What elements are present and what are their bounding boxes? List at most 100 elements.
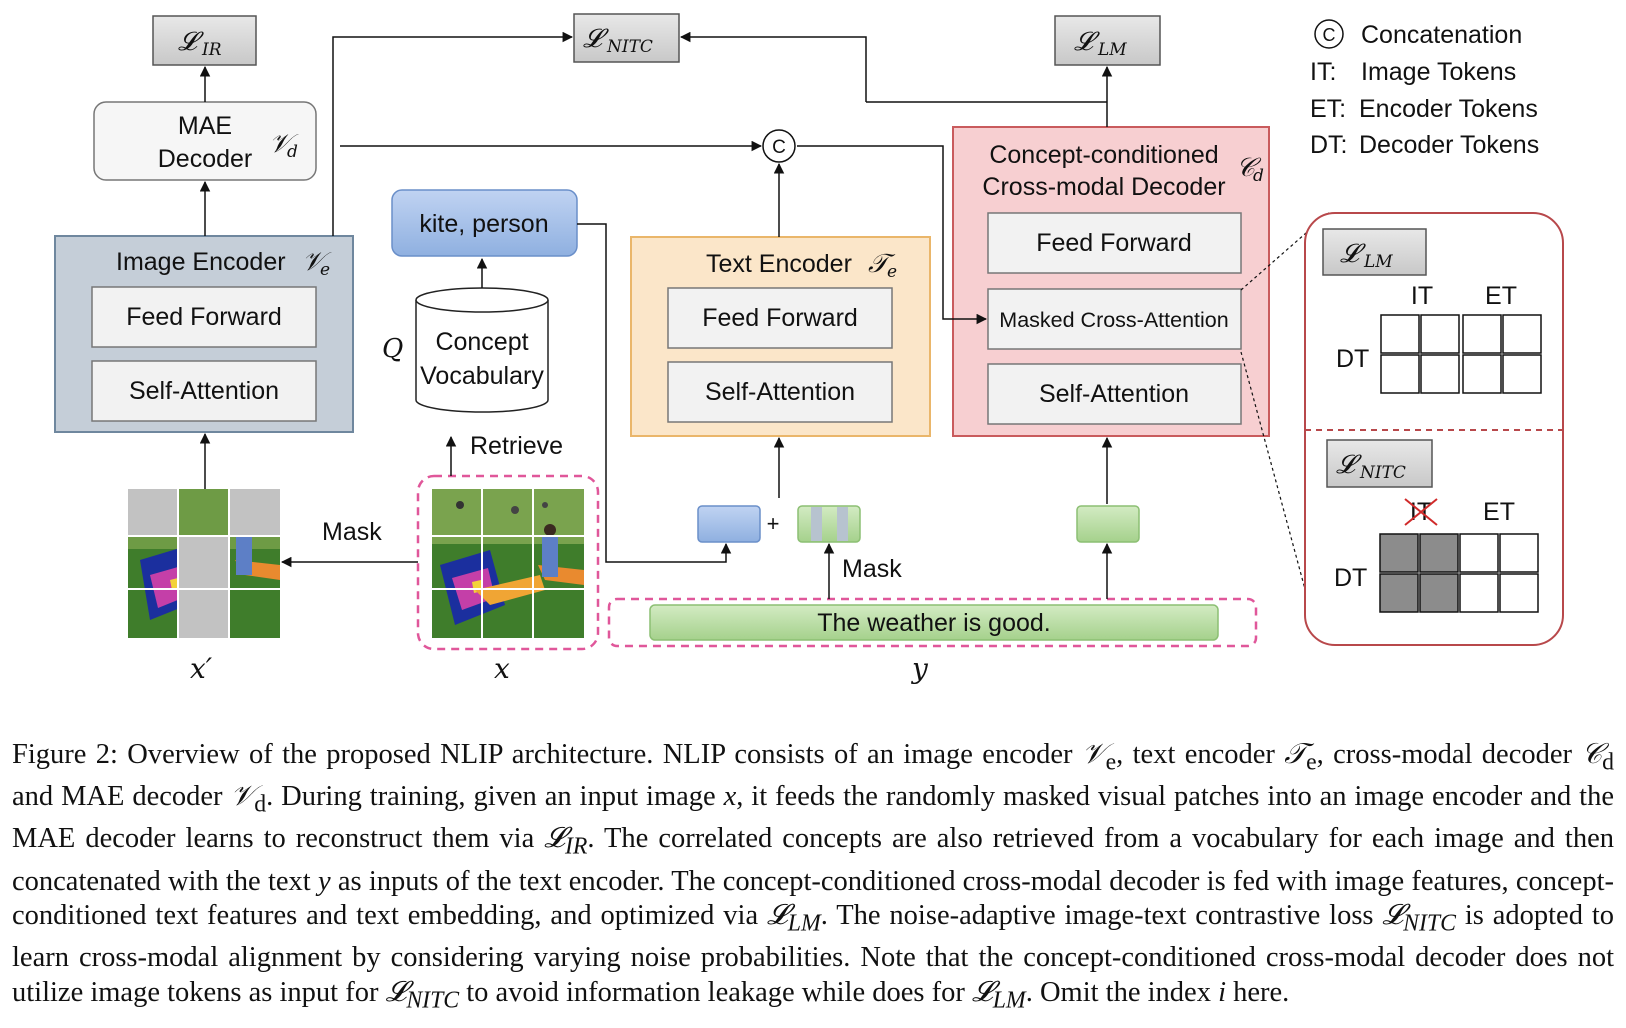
zoom-dt-label-2: DT: [1334, 564, 1367, 592]
caption-math: 𝓛: [544, 823, 565, 855]
mae-decoder-line2: Decoder: [158, 145, 253, 173]
caption-math-sub: LM: [992, 987, 1026, 1014]
caption-math-sub: IR: [564, 834, 588, 861]
loss-ir-box: 𝓛 IR: [152, 15, 257, 66]
caption-text: as inputs of the text encoder. The conce…: [12, 865, 1614, 932]
caption-math-sub: e: [1306, 749, 1317, 776]
caption-text: to avoid information leakage while does …: [459, 976, 972, 1008]
figure-caption: Figure 2: Overview of the proposed NLIP …: [12, 738, 1614, 1018]
caption-math: 𝓛: [385, 976, 407, 1008]
caption-text: , cross-modal decoder: [1316, 739, 1582, 770]
caption-math-sub: d: [254, 791, 267, 818]
masked-patch: [179, 537, 228, 588]
text-encoder-sa-layer: [667, 361, 893, 423]
sentence-text: The weather is good.: [817, 609, 1050, 637]
text-encoder-ff-label: Feed Forward: [702, 304, 858, 332]
y-label: y: [910, 652, 929, 685]
concept-tags-label: kite, person: [419, 210, 548, 238]
architecture-diagram: 𝓛 IR 𝓛 NITC 𝓛 LM C Concatenation IT: Ima…: [54, 13, 1564, 685]
decoder-ff-layer: [987, 212, 1242, 274]
legend-dt-key: DT:: [1310, 131, 1348, 159]
zoom-it-label: IT: [1411, 282, 1433, 310]
image-encoder-box: Image Encoder 𝒱 e Feed Forward Self-Atte…: [54, 235, 354, 433]
caption-text: and MAE decoder: [12, 781, 231, 813]
query-symbol: Q: [382, 334, 403, 364]
caption-math-sub: NITC: [406, 987, 460, 1014]
attention-mask-zoom-panel: 𝓛 LM IT ET DT 𝓛 NITC IT ET DT: [1304, 212, 1564, 646]
caption-math: 𝒱: [230, 781, 255, 813]
legend: C Concatenation IT: Image Tokens ET: Enc…: [1310, 19, 1539, 159]
caption-text: , text encoder: [1116, 739, 1285, 770]
caption-text: is adopted to learn cross-modal alignmen…: [12, 900, 1614, 1008]
image-encoder-sa-layer: [91, 360, 317, 422]
caption-text: Figure 2: Overview of the proposed NLIP …: [12, 739, 1082, 770]
zoom-dt-label: DT: [1336, 345, 1369, 373]
loss-lm-subscript: LM: [1097, 40, 1127, 60]
decoder-mca-layer: [987, 288, 1242, 350]
masked-image: [128, 489, 280, 638]
nitc-attention-grid: [1379, 533, 1539, 613]
mae-decoder-box: MAE Decoder 𝒱 d: [93, 101, 317, 181]
concept-tags-box: kite, person: [391, 189, 578, 257]
decoder-ff-label: Feed Forward: [1036, 229, 1192, 257]
caption-math: y: [317, 865, 331, 897]
mae-decoder-line1: MAE: [178, 112, 232, 140]
legend-it-key: IT:: [1310, 58, 1336, 86]
caption-text: . Omit the index: [1025, 976, 1219, 1008]
caption-text: . During training, given an input image: [266, 781, 724, 813]
concept-vocabulary-cylinder: Concept Vocabulary: [415, 287, 549, 413]
loss-nitc-subscript: NITC: [606, 37, 653, 57]
image-encoder-ff-layer: [91, 286, 317, 348]
caption-math: 𝒯: [1284, 739, 1307, 770]
concat-icon: [1314, 19, 1344, 49]
retrieve-label: Retrieve: [470, 432, 563, 460]
caption-text: . The correlated concepts are also retri…: [12, 823, 1614, 897]
lm-attention-grid: [1380, 314, 1542, 394]
x-label: x: [494, 652, 510, 685]
vocab-line2: Vocabulary: [420, 362, 544, 390]
concat-symbol: C: [1323, 25, 1336, 45]
caption-text: . The noise-adaptive image-text contrast…: [820, 900, 1383, 932]
loss-nitc-box: 𝓛 NITC: [573, 13, 680, 63]
concat-node: C: [762, 129, 796, 163]
mask-label-text: Mask: [842, 555, 902, 583]
decoder-sa-label: Self-Attention: [1039, 380, 1189, 408]
loss-lm-box: 𝓛 LM: [1054, 15, 1161, 66]
cross-modal-decoder-box: Concept-conditioned Cross-modal Decoder …: [952, 126, 1270, 437]
text-encoder-sa-label: Self-Attention: [705, 378, 855, 406]
caption-math-sub: e: [1105, 749, 1117, 776]
loss-ir-subscript: IR: [201, 40, 222, 60]
caption-math: 𝒞: [1581, 739, 1603, 770]
masked-patch: [230, 489, 280, 535]
sentence-frame: [607, 597, 1258, 648]
legend-it-label: Image Tokens: [1361, 58, 1516, 86]
mask-label-image: Mask: [322, 518, 382, 546]
decoder-title-line2: Cross-modal Decoder: [982, 173, 1225, 201]
text-encoder-title: Text Encoder: [706, 250, 852, 278]
decoder-sa-layer: [987, 363, 1242, 425]
input-image: [432, 489, 584, 638]
legend-concat-label: Concatenation: [1361, 21, 1522, 49]
mae-decoder-symbol-sub: d: [287, 142, 298, 162]
caption-math: 𝒱: [1081, 739, 1106, 770]
legend-et-key: ET:: [1310, 95, 1346, 123]
image-encoder-symbol-sub: e: [320, 260, 330, 280]
caption-math: 𝓛: [1382, 900, 1404, 932]
zoom-et-label: ET: [1485, 282, 1517, 310]
caption-math-sub: LM: [787, 910, 821, 937]
caption-text: , it feeds the randomly masked visual pa…: [12, 781, 1614, 855]
decoder-mca-label: Masked Cross-Attention: [999, 308, 1228, 332]
zoom-lm-subscript: LM: [1363, 252, 1393, 272]
masked-patch: [179, 590, 228, 638]
cross-out-icon: [1404, 498, 1438, 526]
image-encoder-sa-label: Self-Attention: [129, 377, 279, 405]
input-image-frame: [416, 474, 600, 651]
text-encoder-symbol-sub: e: [887, 262, 897, 282]
masked-patch: [128, 489, 177, 535]
decoder-symbol-sub: d: [1253, 166, 1264, 186]
caption-math: x: [723, 781, 737, 813]
image-encoder-title: Image Encoder: [116, 248, 286, 276]
caption-math-sub: NITC: [1403, 910, 1456, 937]
vocab-line1: Concept: [435, 328, 528, 356]
concat-node-symbol: C: [772, 137, 786, 158]
